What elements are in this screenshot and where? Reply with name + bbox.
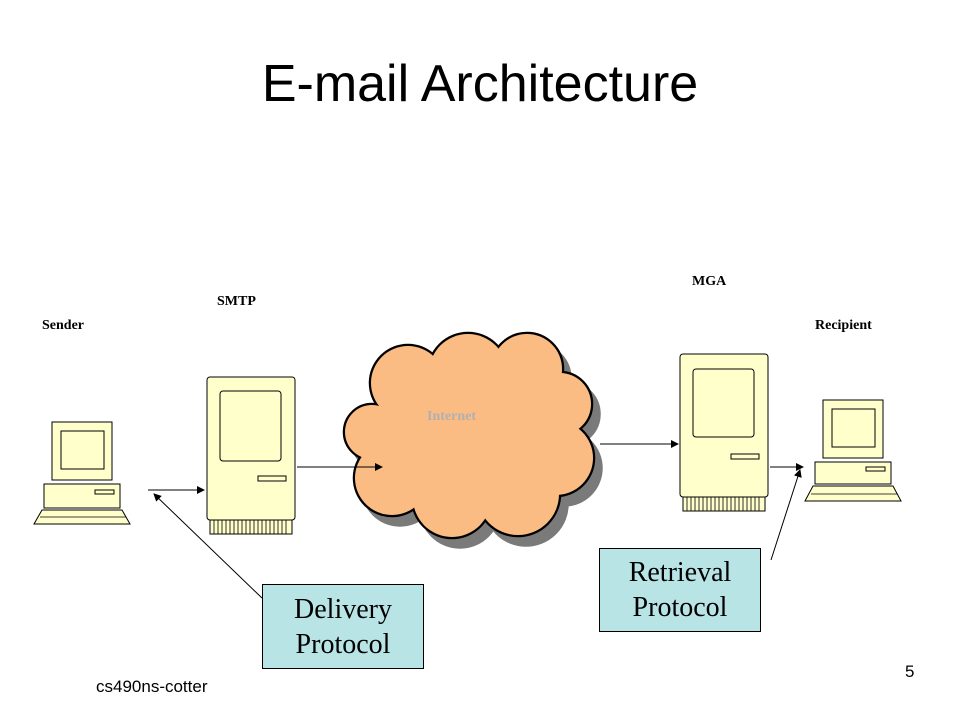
recipient-computer-icon [804,399,902,502]
internet-cloud-icon [342,331,603,549]
sender-label: Sender [42,318,84,333]
internet-label: Internet [427,409,476,424]
retrieval-protocol-line-1: Retrieval [628,557,732,588]
delivery-protocol-line-2: Protocol [295,628,391,660]
page-number: 5 [905,662,915,681]
delivery-protocol-pointer [153,493,263,599]
mga-label: MGA [692,274,727,289]
retrieval-protocol-pointer [770,469,802,561]
mga-server-icon [679,353,769,512]
smtp-server-icon [206,376,296,535]
footer-course-label: cs490ns-cotter [96,677,208,696]
smtp-label: SMTP [217,294,256,309]
delivery-protocol-line-1: Delivery [294,593,392,625]
delivery-protocol-box: Delivery Protocol [262,584,424,669]
retrieval-protocol-line-2: Protocol [632,592,728,623]
retrieval-protocol-box: Retrieval Protocol [599,548,761,632]
recipient-label: Recipient [815,318,872,333]
sender-computer-icon [33,421,131,525]
slide-title: E-mail Architecture [261,55,699,113]
